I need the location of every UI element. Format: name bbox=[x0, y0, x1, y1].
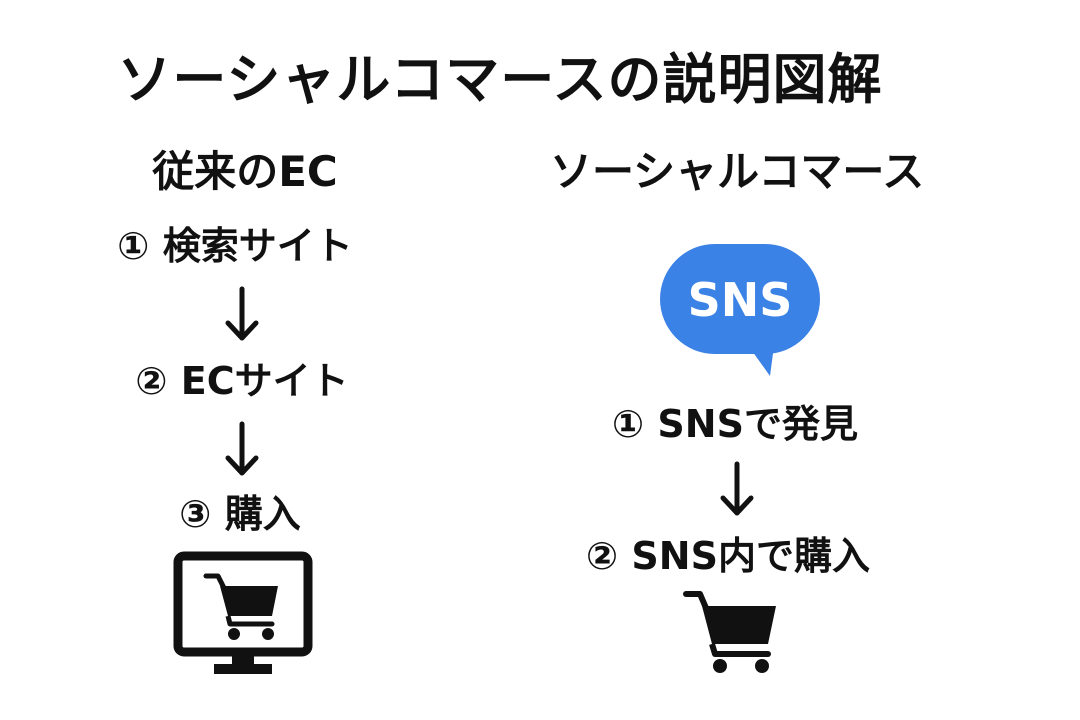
arrow-down-icon bbox=[717, 460, 757, 520]
left-step-1: ① 検索サイト bbox=[117, 224, 353, 268]
left-step-3: ③ 購入 bbox=[179, 492, 301, 536]
bubble-label: SNS bbox=[688, 273, 793, 327]
arrow-down-icon bbox=[222, 420, 262, 480]
shopping-cart-icon bbox=[682, 586, 782, 678]
right-step-1: ① SNSで発見 bbox=[612, 402, 858, 446]
right-heading: ソーシャルコマース bbox=[550, 147, 925, 196]
diagram-title: ソーシャルコマースの説明図解 bbox=[117, 48, 883, 111]
speech-bubble-icon: SNS bbox=[658, 240, 822, 382]
monitor-cart-icon bbox=[172, 550, 314, 680]
left-step-2: ② ECサイト bbox=[135, 359, 349, 403]
arrow-down-icon bbox=[222, 285, 262, 345]
right-step-2: ② SNS内で購入 bbox=[586, 534, 870, 578]
left-heading: 従来のEC bbox=[152, 147, 338, 196]
